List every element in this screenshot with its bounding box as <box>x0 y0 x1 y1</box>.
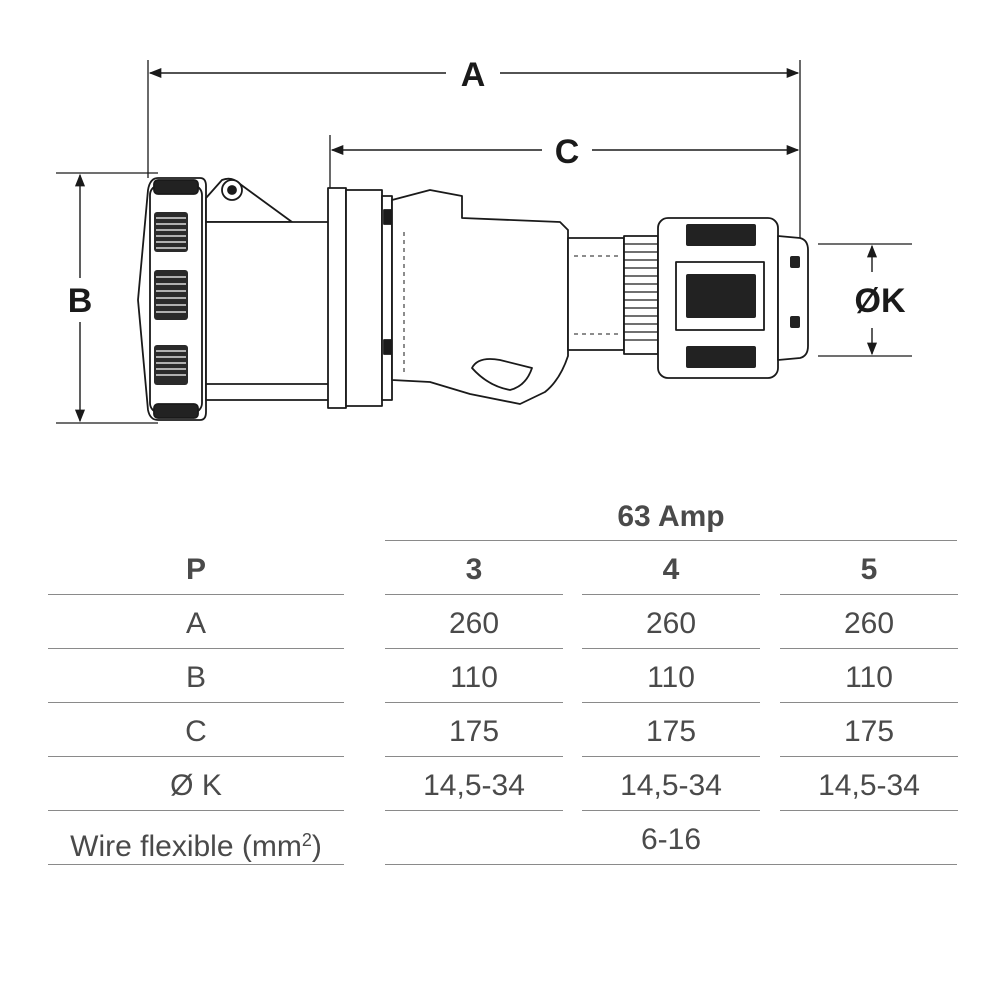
row-rule <box>780 648 958 649</box>
row-rule <box>385 756 563 757</box>
row-rule <box>48 810 344 811</box>
table-cell: 260 <box>843 607 895 640</box>
connector-dimension-drawing: A C B ØK <box>56 56 912 424</box>
wire-value-cell: 6-16 <box>640 823 702 856</box>
row-rule <box>385 864 957 865</box>
dimension-b-label: B <box>68 282 93 320</box>
dimension-c-label: C <box>555 133 580 171</box>
row-rule <box>48 594 344 595</box>
table-cell: 175 <box>645 715 697 748</box>
table-cell: 110 <box>845 661 893 694</box>
table-cell: 14,5-34 <box>818 769 920 802</box>
connector-illustration <box>137 177 809 421</box>
row-rule <box>780 756 958 757</box>
row-rule <box>582 810 760 811</box>
row-rule <box>48 702 344 703</box>
table-cell: 260 <box>645 607 697 640</box>
table-cell: 110 <box>450 661 498 694</box>
row-rule <box>48 648 344 649</box>
row-rule <box>780 810 958 811</box>
row-rule <box>582 756 760 757</box>
table-cell: 175 <box>843 715 895 748</box>
row-rule <box>385 810 563 811</box>
row-label: A <box>185 607 206 640</box>
row-rule <box>780 594 958 595</box>
row-rule <box>582 702 760 703</box>
dimension-a: A <box>148 56 800 94</box>
row-label-header: P <box>185 553 206 586</box>
dimension-c: C <box>330 133 800 171</box>
column-header: 3 <box>465 553 483 586</box>
row-rule <box>48 756 344 757</box>
row-label: Ø K <box>170 769 222 802</box>
row-rule <box>582 594 760 595</box>
table-cell: 260 <box>448 607 500 640</box>
table-cell: 175 <box>448 715 500 748</box>
wire-label-end: ) <box>311 830 322 863</box>
row-rule <box>48 864 344 865</box>
table-cell: 110 <box>647 661 695 694</box>
row-label: B <box>185 661 206 694</box>
row-rule <box>582 648 760 649</box>
dimension-a-label: A <box>461 56 486 94</box>
table-cell: 14,5-34 <box>423 769 525 802</box>
column-header: 5 <box>860 553 878 586</box>
dimension-b: B <box>68 173 93 423</box>
row-label: C <box>185 715 207 748</box>
row-label-wire: Wire flexible (mm2) <box>48 823 344 864</box>
row-rule <box>385 594 563 595</box>
group-header: 63 Amp <box>617 500 725 533</box>
wire-label-text: Wire flexible (mm <box>70 830 302 863</box>
table-cell: 14,5-34 <box>620 769 722 802</box>
group-header-rule <box>385 540 957 541</box>
dimension-k-label: ØK <box>855 282 906 320</box>
row-rule <box>385 648 563 649</box>
row-rule <box>780 702 958 703</box>
row-rule <box>385 702 563 703</box>
extension-lines <box>56 60 912 424</box>
wire-label-superscript: 2 <box>301 830 312 850</box>
dimension-k: ØK <box>855 244 906 356</box>
column-header: 4 <box>662 553 680 586</box>
